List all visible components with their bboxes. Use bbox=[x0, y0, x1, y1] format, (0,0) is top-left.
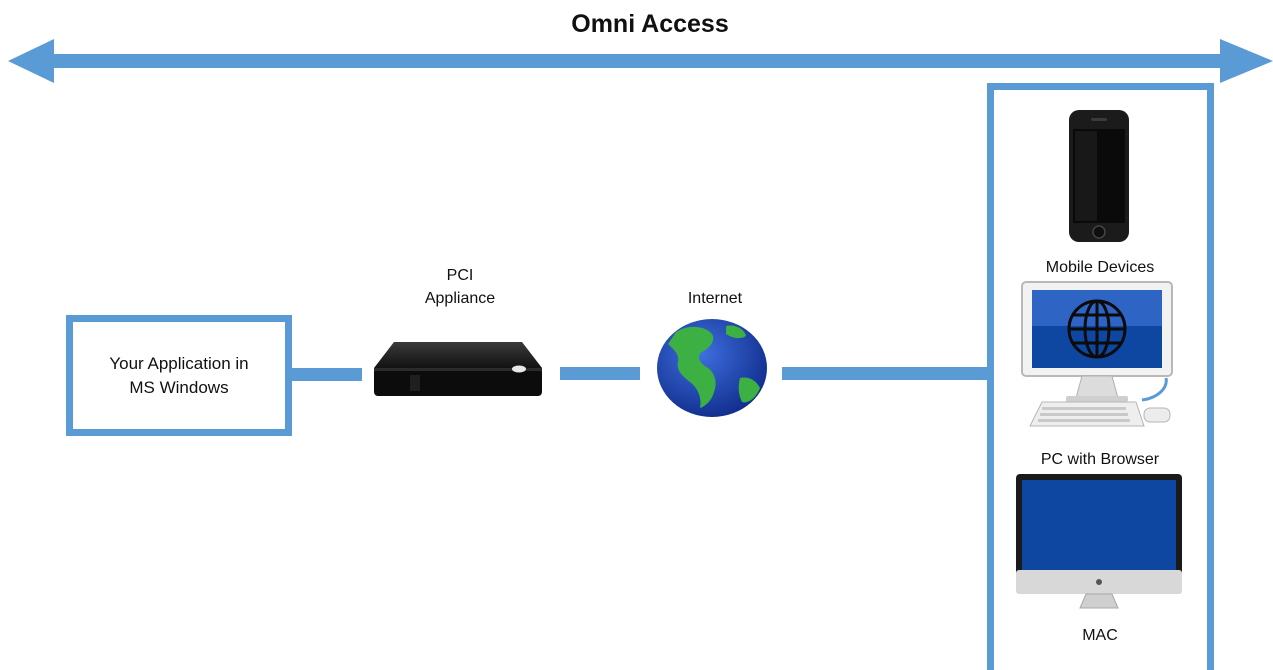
internet-label: Internet bbox=[687, 290, 743, 307]
globe-icon bbox=[657, 319, 767, 417]
desktop-browser-icon bbox=[1021, 281, 1173, 427]
connector-appliance-to-internet bbox=[560, 367, 640, 380]
pci-appliance-label: PCI Appliance bbox=[424, 267, 496, 307]
pc-with-browser-label: PC with Browser bbox=[1040, 451, 1160, 468]
application-box: Your Application in MS Windows bbox=[66, 315, 292, 436]
smartphone-icon bbox=[1069, 110, 1129, 242]
diagram-title: Omni Access bbox=[571, 10, 729, 38]
mobile-devices-label: Mobile Devices bbox=[1045, 259, 1155, 276]
connector-internet-to-clients bbox=[782, 367, 992, 380]
omni-access-arrow bbox=[8, 39, 1273, 83]
clients-panel bbox=[987, 83, 1214, 670]
application-label: Your Application in MS Windows bbox=[109, 353, 249, 397]
connector-app-to-appliance bbox=[285, 368, 362, 381]
mac-label: MAC bbox=[1082, 627, 1118, 644]
pci-appliance-icon bbox=[374, 342, 542, 396]
imac-icon bbox=[1016, 474, 1182, 609]
